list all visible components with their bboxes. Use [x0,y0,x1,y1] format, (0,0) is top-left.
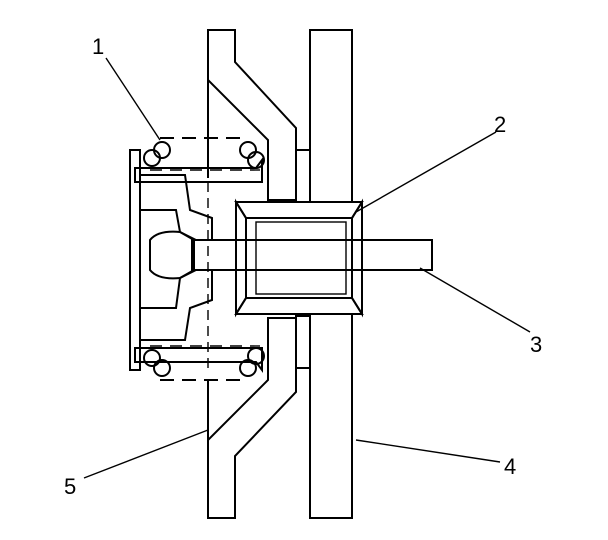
retainer-spring-bottom [143,345,265,381]
bushing [234,198,364,318]
inner-panel [207,29,297,519]
leader-line-3 [419,267,531,333]
leader-line-5 [83,429,209,479]
leader-line-4 [355,439,501,463]
leader-lines [83,57,531,479]
seal-boot [129,137,265,381]
callout-2: 2 [494,112,506,137]
callout-3: 3 [530,332,542,357]
leader-line-1 [105,57,161,141]
callout-1: 1 [92,34,104,59]
callout-5: 5 [64,474,76,499]
retainer-spring-top [143,137,265,171]
callout-4: 4 [504,454,516,479]
spacer-washer [295,149,311,369]
leader-line-2 [355,131,497,213]
